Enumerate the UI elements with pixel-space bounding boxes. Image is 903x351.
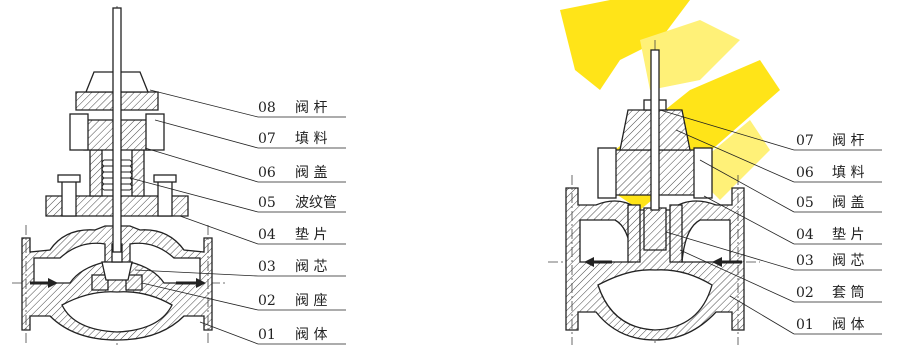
- left-valve-drawing: [12, 6, 225, 345]
- right-label-name-07: 阀 杆: [832, 133, 864, 149]
- right-label-name-01: 阀 体: [832, 317, 864, 333]
- left-labels: 08 阀 杆 07 填 料 06 阀 盖 05 波纹管 04 垫 片 03 阀 …: [258, 100, 337, 343]
- left-leader-lines: [129, 89, 346, 345]
- right-label-name-05: 阀 盖: [832, 195, 864, 211]
- right-label-num-01: 01: [796, 317, 814, 333]
- right-label-name-06: 填 料: [832, 165, 864, 181]
- left-label-name-02: 阀 座: [295, 293, 327, 309]
- left-label-num-08: 08: [258, 100, 276, 116]
- left-label-name-03: 阀 芯: [295, 259, 327, 275]
- right-label-name-04: 垫 片: [832, 227, 864, 243]
- left-label-name-06: 阀 盖: [295, 165, 327, 181]
- right-leader-lines: [659, 109, 882, 335]
- right-label-name-03: 阀 芯: [832, 253, 864, 269]
- left-label-name-01: 阀 体: [295, 327, 327, 343]
- left-label-name-08: 阀 杆: [295, 100, 327, 116]
- right-labels: 07 阀 杆 06 填 料 05 阀 盖 04 垫 片 03 阀 芯 02 套 …: [796, 133, 864, 333]
- left-label-num-04: 04: [258, 227, 276, 243]
- left-label-num-06: 06: [258, 165, 276, 181]
- left-label-name-05: 波纹管: [295, 195, 337, 211]
- right-label-num-03: 03: [796, 253, 814, 269]
- left-label-num-03: 03: [258, 259, 276, 275]
- right-valve-drawing: [548, 40, 760, 345]
- left-label-name-04: 垫 片: [295, 227, 327, 243]
- right-label-num-05: 05: [796, 195, 814, 211]
- right-label-num-06: 06: [796, 165, 814, 181]
- right-label-num-02: 02: [796, 285, 814, 301]
- left-label-num-01: 01: [258, 327, 276, 343]
- left-label-num-07: 07: [258, 131, 276, 147]
- right-label-num-07: 07: [796, 133, 814, 149]
- left-label-num-05: 05: [258, 195, 276, 211]
- left-label-num-02: 02: [258, 293, 276, 309]
- right-label-num-04: 04: [796, 227, 814, 243]
- right-label-name-02: 套 筒: [832, 284, 864, 301]
- left-label-name-07: 填 料: [295, 131, 327, 147]
